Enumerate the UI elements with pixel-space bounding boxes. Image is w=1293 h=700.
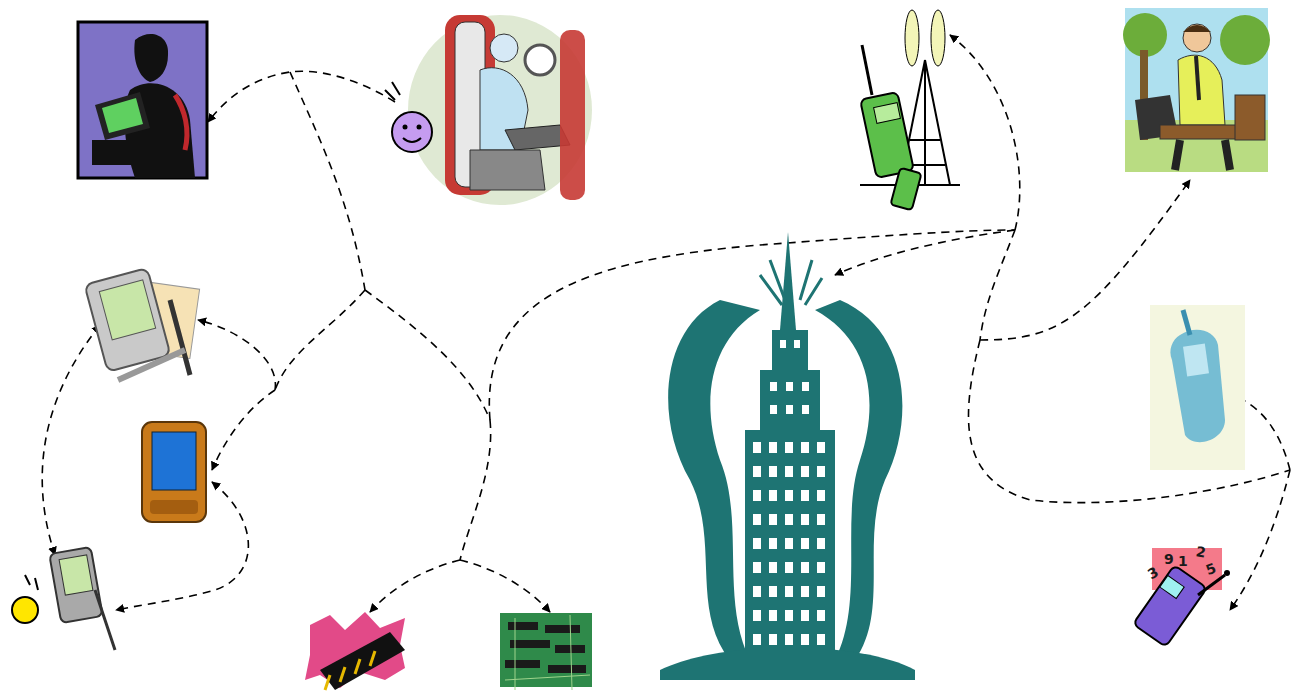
pda-notepad-icon (84, 268, 199, 380)
building-window (785, 538, 793, 549)
tower-building-icon (660, 232, 915, 680)
building-window (753, 490, 761, 501)
microchip-icon (305, 612, 405, 690)
building-window (801, 610, 809, 621)
building-window (785, 562, 793, 573)
building-window (785, 442, 793, 453)
building-window (817, 538, 825, 549)
building-window (785, 514, 793, 525)
terminal-user-icon (78, 22, 207, 178)
building-window (801, 466, 809, 477)
building-window (801, 634, 809, 645)
building-window (801, 514, 809, 525)
building-window (785, 586, 793, 597)
building-window (753, 442, 761, 453)
building-window (769, 514, 777, 525)
plane-passenger-icon (385, 15, 592, 205)
building-window (769, 562, 777, 573)
building-window (769, 586, 777, 597)
building-window (801, 562, 809, 573)
building-window (817, 466, 825, 477)
building-window (753, 514, 761, 525)
mobile-phone-icon (1150, 305, 1245, 470)
building-window (785, 490, 793, 501)
building-window (753, 538, 761, 549)
bench-laptop-user-icon (1123, 8, 1270, 172)
building-window (785, 610, 793, 621)
building-window (769, 634, 777, 645)
building-window (769, 490, 777, 501)
dashed-links (42, 35, 1290, 612)
building-window (753, 466, 761, 477)
building-window (817, 610, 825, 621)
small-pda-icon (12, 547, 115, 650)
building-window (769, 610, 777, 621)
building-window (801, 490, 809, 501)
circuit-board-icon (500, 613, 592, 690)
building-window (801, 586, 809, 597)
keypad-phone-icon (1133, 548, 1230, 647)
building-window (817, 490, 825, 501)
building-window (817, 586, 825, 597)
building-window (817, 562, 825, 573)
building-window (753, 586, 761, 597)
building-window (817, 634, 825, 645)
building-window (753, 634, 761, 645)
building-window (769, 442, 777, 453)
building-window (769, 538, 777, 549)
keypad-digit: 9 (1164, 552, 1174, 566)
cell-tower-icon (860, 10, 960, 210)
building-window (753, 562, 761, 573)
building-window (801, 538, 809, 549)
building-window (817, 514, 825, 525)
keypad-digit: 1 (1178, 554, 1188, 568)
palm-pda-icon (142, 422, 206, 522)
building-window (785, 466, 793, 477)
building-window (769, 466, 777, 477)
building-window (801, 442, 809, 453)
building-window (785, 634, 793, 645)
building-window (817, 442, 825, 453)
building-window (753, 610, 761, 621)
